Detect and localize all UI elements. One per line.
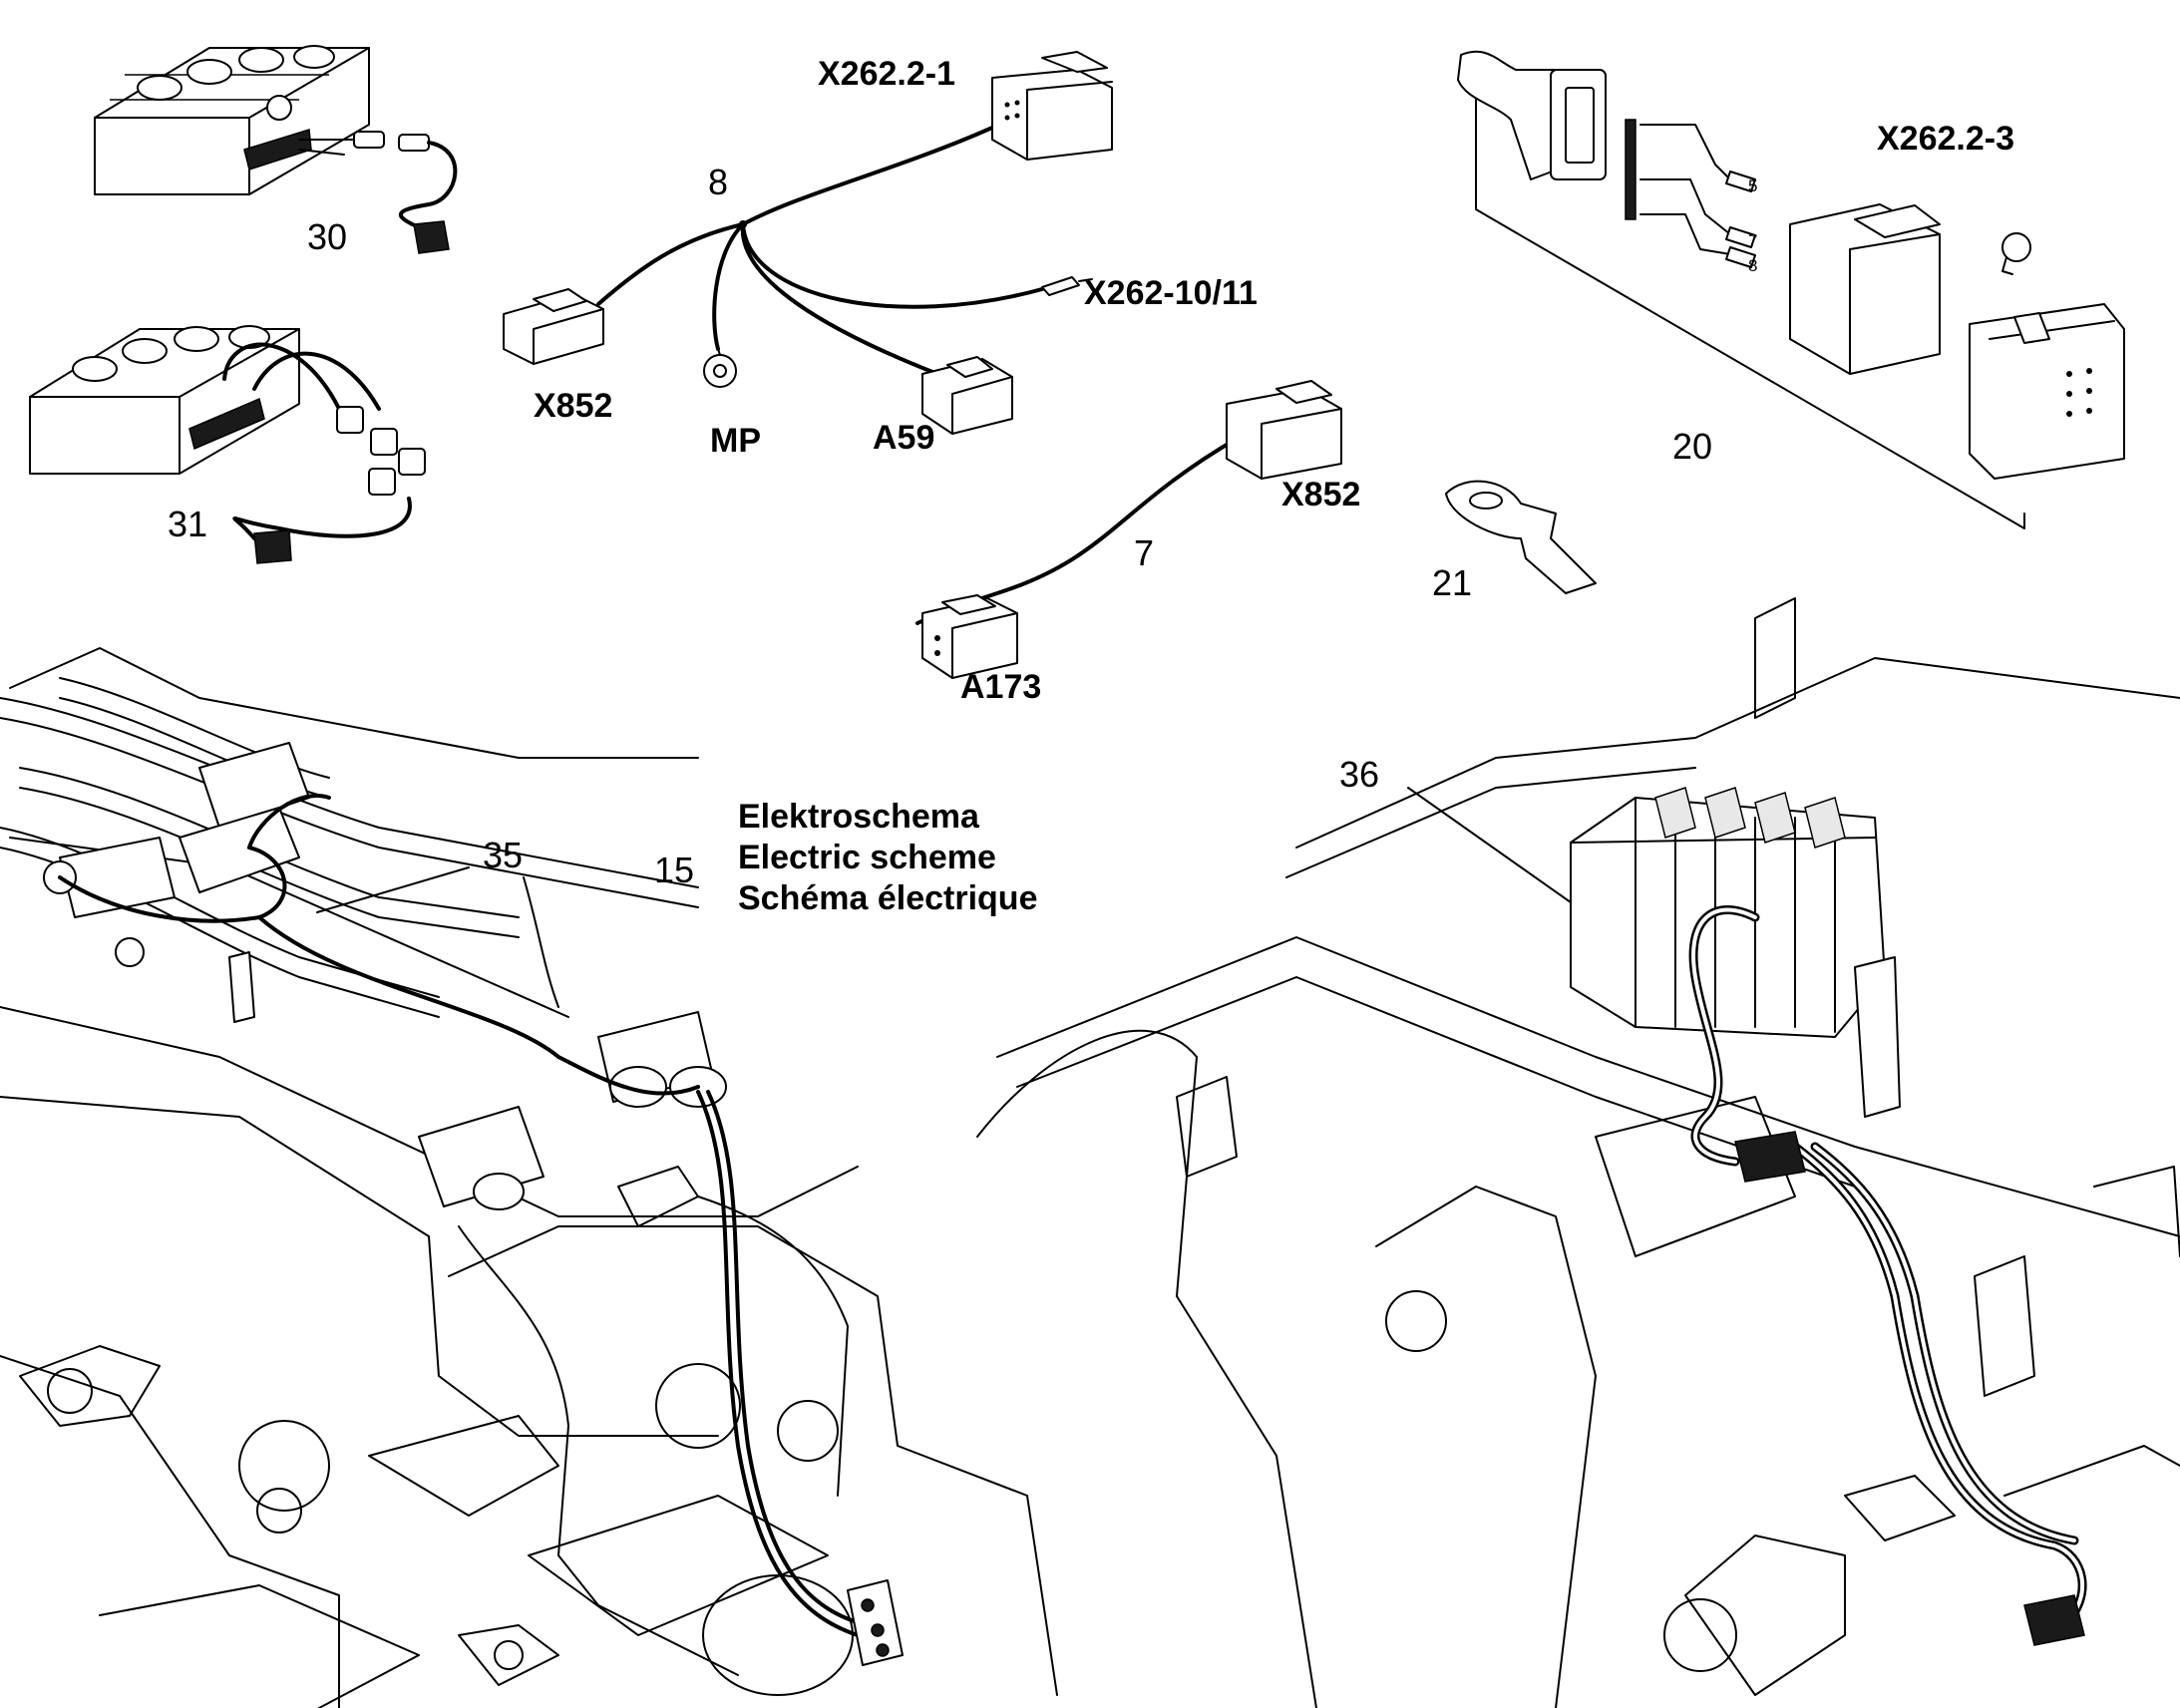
connector-label-a59: A59	[873, 419, 934, 457]
connector-label-x852-left: X852	[534, 387, 612, 425]
item-number-8: 8	[708, 162, 728, 202]
connector-label-x262-10-11: X262-10/11	[1084, 274, 1258, 312]
electric-scheme-english: Electric scheme	[738, 839, 996, 876]
connector-label-x262-2-3: X262.2-3	[1877, 120, 2014, 158]
valve-block-30	[94, 45, 458, 254]
item-number-31: 31	[168, 504, 207, 544]
connector-label-x852-right: X852	[1281, 476, 1360, 513]
harness-8	[503, 51, 1113, 435]
item-number-15: 15	[654, 850, 694, 890]
plug-kit-20	[1457, 50, 2125, 529]
electric-scheme-french: Schéma électrique	[738, 879, 1037, 917]
connector-label-mp: MP	[710, 422, 761, 460]
pin-number-8: 8	[1748, 256, 1757, 275]
pin-number-7: 7	[1748, 231, 1757, 250]
cable-7	[915, 380, 1342, 679]
item-number-21: 21	[1432, 562, 1472, 603]
connector-label-a173: A173	[960, 668, 1041, 706]
chassis-right	[976, 597, 2180, 1708]
item-number-7: 7	[1134, 532, 1154, 573]
connector-label-x262-2-1: X262.2-1	[818, 55, 955, 93]
item-number-35: 35	[483, 835, 523, 875]
pin-number-5: 5	[1748, 176, 1757, 195]
bracket-21	[1445, 480, 1597, 594]
chassis-left	[0, 647, 1058, 1708]
item-number-36: 36	[1339, 754, 1379, 795]
item-number-20: 20	[1672, 426, 1712, 467]
item-number-30: 30	[307, 216, 347, 257]
valve-block-31	[29, 325, 426, 564]
electric-scheme-dutch: Elektroschema	[738, 798, 980, 836]
